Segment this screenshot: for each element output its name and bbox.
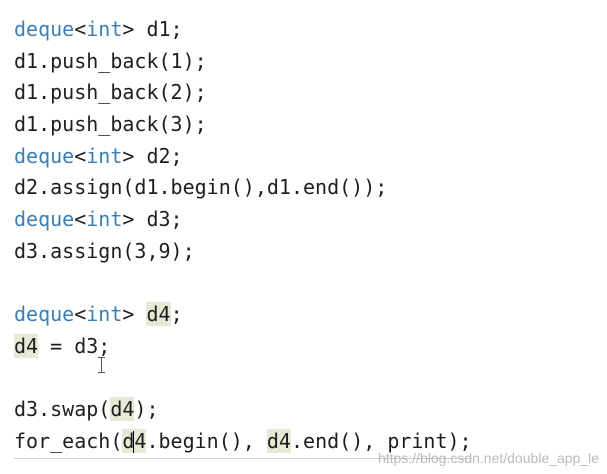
text-cursor-icon — [97, 356, 107, 374]
code-line[interactable]: deque<int> d1; — [14, 14, 472, 46]
code-token: ); — [134, 397, 159, 422]
code-line[interactable]: for_each(d4.begin(), d4.end(), print); — [14, 426, 472, 459]
code-token: for_each( — [14, 428, 123, 453]
code-token: d1.push_back(3); — [14, 112, 207, 137]
highlighted-token: 4 — [134, 428, 147, 453]
code-line[interactable]: d3.assign(3,9); — [14, 236, 472, 268]
code-line[interactable]: d2.assign(d1.begin(),d1.end()); — [14, 172, 472, 204]
code-token: .begin(), — [146, 428, 267, 453]
code-token: .end(), print); — [290, 428, 472, 453]
code-line[interactable]: d1.push_back(2); — [14, 77, 472, 109]
code-token: > d3; — [122, 207, 183, 232]
code-token: < — [74, 17, 87, 41]
code-token: > d1; — [122, 17, 183, 41]
code-area[interactable]: deque<int> d1;d1.push_back(1);d1.push_ba… — [14, 14, 472, 459]
keyword-token: int — [86, 143, 123, 168]
highlighted-token: d4 — [110, 397, 135, 422]
highlighted-token: d4 — [146, 302, 171, 327]
code-token: > — [122, 302, 147, 327]
keyword-token: deque — [14, 143, 75, 168]
code-line[interactable]: d4 = d3; — [14, 331, 472, 363]
code-line[interactable]: deque<int> d4; — [14, 299, 472, 331]
code-token: ; — [170, 302, 183, 327]
code-token: < — [74, 143, 87, 168]
code-token: d1.push_back(2); — [14, 80, 207, 105]
code-line[interactable] — [14, 363, 472, 395]
code-token: d3.swap( — [14, 397, 111, 422]
highlighted-token: d — [122, 428, 135, 453]
highlighted-token: d4 — [266, 428, 291, 453]
code-line[interactable]: deque<int> d2; — [14, 141, 472, 173]
code-token: d1.push_back(1); — [14, 48, 207, 73]
code-token: > d2; — [122, 143, 183, 168]
code-line[interactable]: d1.push_back(3); — [14, 109, 472, 141]
watermark: https://blog.csdn.net/double_app_le — [377, 450, 599, 466]
keyword-token: int — [86, 17, 123, 41]
highlighted-token: d4 — [14, 333, 39, 358]
code-token: d3.assign(3,9); — [14, 238, 195, 263]
keyword-token: int — [86, 302, 123, 327]
code-line[interactable]: d3.swap(d4); — [14, 394, 472, 426]
code-token: = d3; — [38, 333, 111, 358]
code-token: < — [74, 302, 87, 327]
keyword-token: deque — [14, 207, 75, 232]
keyword-token: deque — [14, 17, 75, 41]
code-line[interactable]: d1.push_back(1); — [14, 46, 472, 78]
code-token: < — [74, 207, 87, 232]
code-line[interactable] — [14, 268, 472, 300]
code-line[interactable]: deque<int> d3; — [14, 204, 472, 236]
keyword-token: deque — [14, 302, 75, 327]
keyword-token: int — [86, 207, 123, 232]
code-token: d2.assign(d1.begin(),d1.end()); — [14, 175, 388, 200]
